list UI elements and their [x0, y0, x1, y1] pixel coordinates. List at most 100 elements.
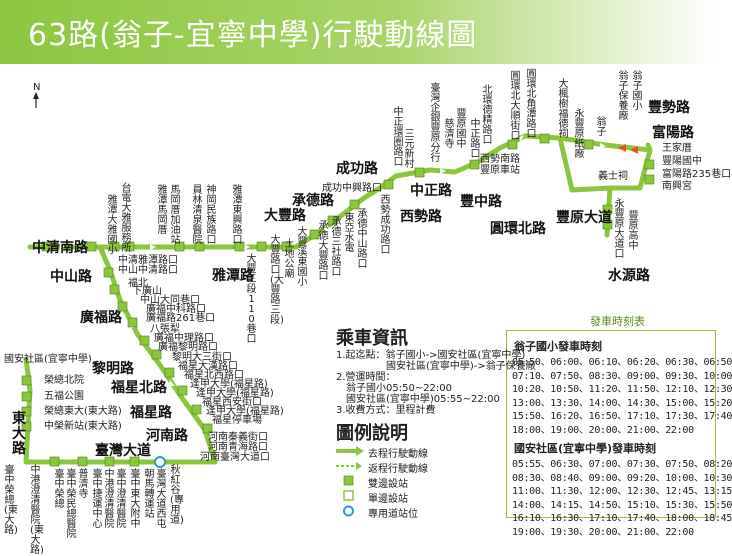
road-yuanhuanbei: 圓環北路	[490, 221, 546, 237]
stop-label: 中山大同巷口	[140, 295, 200, 306]
stop-label: 中山中清路口	[118, 265, 178, 276]
stop-label: 廣福中科路口	[146, 304, 206, 315]
stop-label-vertical: 臺中榮總(東大路)	[4, 465, 18, 536]
stop-label-vertical: 北環德精路口	[482, 85, 493, 146]
timetable-row: 19:00、19:30、20:00、21:00、22:00	[512, 526, 694, 538]
stop-label: 榮總北院	[44, 375, 84, 386]
stop-label-vertical: 普濟寺	[78, 469, 89, 500]
timetable-row: 15:50、16:20、16:50、17:10、17:30、17:40	[512, 411, 732, 422]
road-xishi: 西勢路	[400, 209, 442, 225]
road-zhongqing-nan: 中清南路	[32, 240, 88, 256]
road-henan: 河南路	[146, 428, 188, 444]
stop-label: 王家厝	[662, 143, 692, 154]
stop-label: 廣福中理路口	[154, 333, 214, 344]
stop-label: 榮總東大(東大路)	[44, 406, 122, 417]
stop-label: 成功中興路口	[322, 183, 382, 194]
stop-label: 豐原車站	[480, 165, 520, 176]
stop-label: 八張犁	[150, 324, 180, 335]
stop-label-vertical: 承德中山路口	[357, 209, 368, 270]
stop-label-vertical: 翁子保養廠	[618, 71, 629, 122]
stop-label: 逢甲大學(福星路)	[190, 379, 268, 390]
timetable-section-header: 國安社區(宜寧中學)發車時刻	[514, 442, 657, 455]
stop-label-vertical: 中港澄清醫院(東大路)	[30, 465, 44, 556]
timetable-row: 05:55、06:30、07:00、07:30、07:50、08:20	[512, 459, 732, 470]
north-label: N	[33, 82, 41, 93]
stop-label: 南興宮	[662, 181, 692, 192]
stop-label: 黎明大三街口	[172, 352, 232, 363]
stop-label-vertical: 東亞水電	[344, 213, 355, 254]
road-chengde: 承德路	[292, 193, 334, 209]
legend-item-label: 雙邊設站	[368, 479, 408, 490]
stop-label-vertical: 承德大豐路口	[318, 221, 329, 282]
road-liming: 黎明路	[92, 361, 134, 377]
legend-item-label: 返程行駛動線	[368, 464, 428, 475]
stop-label-vertical: 翁子	[596, 117, 607, 138]
timetable-row: 08:30、08:40、09:00、09:20、10:00、10:30	[512, 472, 732, 484]
stop-label: 福星北西路口	[184, 370, 244, 381]
stop-label-vertical: 永豐原紙廠	[574, 109, 585, 160]
road-fuxingbei: 福星北路	[111, 380, 167, 396]
stop-label-vertical: 雅潭大雅國小	[107, 195, 118, 256]
timetable-row: 07:10、07:50、08:30、09:00、09:30、10:00	[512, 370, 732, 382]
stop-label: 逢甲大學(福星路)	[196, 388, 274, 399]
stop-label: 西勢南路	[480, 154, 520, 165]
timetable-row: 14:00、14:15、14:50、15:10、15:30、15:50	[512, 499, 732, 511]
stop-label: 富陽路235巷口	[662, 169, 732, 180]
route-map	[21, 92, 655, 517]
road-zhongshan: 中山路	[50, 269, 92, 285]
stop-label-vertical: 大豐溪東國小	[297, 227, 308, 288]
stop-markers	[21, 133, 655, 467]
legend-title: 圖例說明	[336, 423, 408, 444]
stop-label-vertical: 中正環圈路口	[393, 107, 404, 168]
stop-label: 豐陽國中	[662, 156, 702, 167]
timetable-row: 11:00、11:30、12:00、12:30、12:45、13:15	[512, 486, 732, 497]
legend-item-label: 專用道站位	[368, 509, 418, 520]
stop-label: 福北	[128, 278, 148, 289]
legend-item-label: 單邊設站	[368, 494, 408, 505]
stop-label-vertical: 雅潭馬岡厝	[157, 185, 168, 236]
stop-label-vertical: 豐原國中	[456, 109, 467, 150]
stop-label: 廣福路261巷口	[146, 313, 216, 324]
stop-label-vertical: 圓環北大順街口	[510, 71, 521, 142]
stop-label-vertical: 臺中東大附中	[130, 469, 141, 530]
road-fengshi: 豐勢路	[648, 100, 690, 116]
timetable-section-header: 翁子國小發車時刻	[514, 340, 602, 353]
info-line: 國安社區(宜寧中學)05:55~22:00	[336, 394, 500, 405]
stop-label: 河南臺灣大道口	[200, 452, 270, 463]
stop-label: 福星大漢路口	[178, 361, 238, 372]
info-title: 乘車資訊	[336, 328, 408, 349]
stop-label-vertical: 臺灣大道西屯	[156, 469, 167, 530]
stop-label-vertical: 翁子國小	[632, 71, 643, 112]
stop-label-vertical: 中港澄清醫院	[104, 469, 115, 530]
stop-label-vertical: 三元新村	[404, 129, 415, 170]
stop-label-vertical: 慈濟寺	[444, 119, 455, 150]
stop-label-vertical: 大豐三段110巷口	[246, 254, 257, 345]
stop-label: 義士祠	[598, 171, 628, 182]
stop-label: 河南青海路口	[208, 442, 268, 453]
info-line: 1.起迄點：翁子國小->國安社區(宜寧中學)	[336, 350, 526, 361]
stop-label-vertical: 臺中澄清醫院	[116, 469, 127, 530]
stop-label-vertical: 西勢成功路口	[380, 195, 391, 256]
info-line: 翁子國小05:50~22:00	[336, 383, 453, 394]
road-chenggong: 成功路	[336, 161, 378, 177]
timetable-row: 13:00、13:30、14:00、14:30、15:00、15:20	[512, 397, 732, 409]
stop-label-vertical: 中正路口	[470, 119, 481, 160]
stop-label-vertical: 豐原高中	[628, 211, 639, 252]
stop-label: 廣福黎明路口	[158, 342, 218, 353]
stop-label-vertical: 大豐路口(大豐路三段)	[270, 235, 284, 326]
stop-label: 五福公園	[44, 391, 84, 402]
info-line: 國安社區(宜寧中學)->翁子保養廠	[336, 361, 536, 372]
road-shuiyuan: 水源路	[608, 268, 650, 284]
legend-icons	[336, 446, 364, 517]
return-route-arrows	[618, 144, 638, 154]
dedicated-stop-marker	[154, 456, 166, 468]
timetable-row: 16:10、16:30、17:10、17:40、18:00、18:45	[512, 513, 732, 524]
stop-label: 中清雅潭路口	[118, 255, 178, 266]
road-guangfu: 廣福路	[80, 310, 122, 326]
stop-label-vertical: 大楓樹福德祠	[558, 79, 569, 140]
timetable-row: 18:00、19:00、20:00、21:00、22:00	[512, 424, 694, 436]
north-arrow-icon	[33, 92, 39, 108]
timetable-row: 10:20、10:50、11:20、11:50、12:10、12:30	[512, 384, 732, 395]
stop-label: 逢甲大學(福星路)	[206, 406, 284, 417]
stop-label-vertical: 台電大雅服務所	[121, 183, 132, 254]
